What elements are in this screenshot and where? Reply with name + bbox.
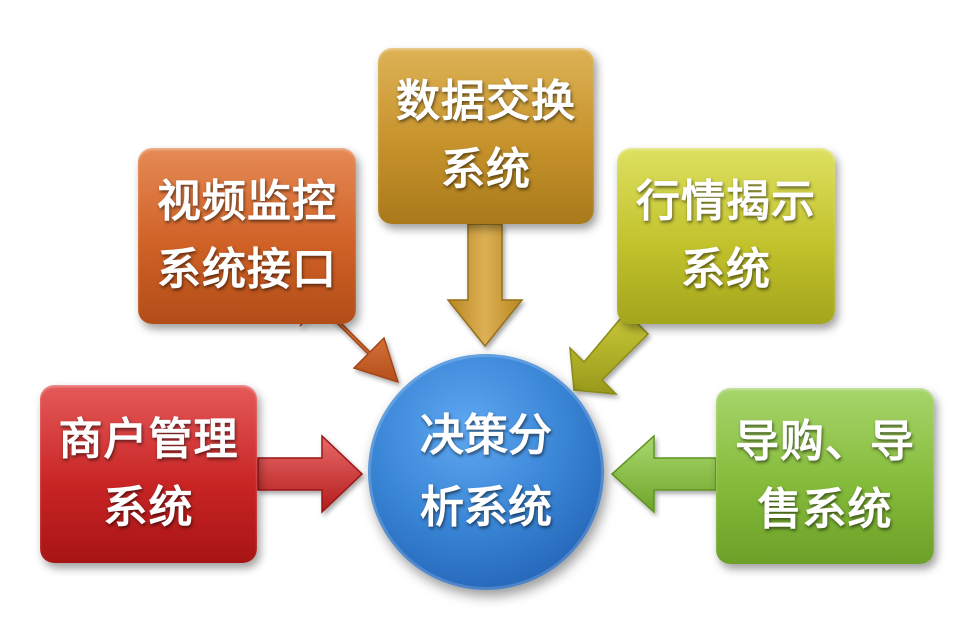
node-label: 析系统 — [420, 482, 552, 533]
node-label: 系统 — [103, 482, 194, 533]
node-label: 导购、导 — [735, 416, 915, 467]
node-label: 系统 — [681, 244, 771, 295]
node-market-display: 行情揭示 系统 — [617, 148, 835, 324]
node-label: 视频监控 — [157, 176, 337, 227]
arrow-guide-to-center — [610, 434, 717, 514]
node-label: 系统 — [441, 144, 531, 195]
node-data-exchange: 数据交换 系统 — [378, 48, 594, 224]
arrow-exchange-to-center — [446, 223, 524, 348]
node-merchant-management: 商户管理 系统 — [40, 385, 257, 563]
node-video-monitoring: 视频监控 系统接口 — [138, 148, 356, 324]
arrow-ticker-to-center — [569, 310, 650, 395]
node-label: 系统接口 — [157, 244, 337, 295]
node-label: 决策分 — [420, 410, 552, 461]
node-label: 商户管理 — [58, 414, 239, 465]
node-label: 售系统 — [757, 484, 893, 535]
node-decision-analysis: 决策分 析系统 — [368, 354, 604, 590]
node-label: 数据交换 — [396, 76, 576, 127]
node-label: 行情揭示 — [636, 176, 816, 227]
node-shopping-guide: 导购、导 售系统 — [716, 388, 934, 564]
arrow-merchant-to-center — [257, 434, 364, 514]
